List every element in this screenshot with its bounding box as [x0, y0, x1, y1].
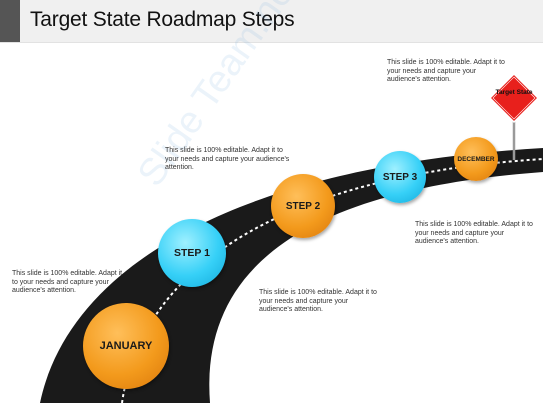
page-title: Target State Roadmap Steps: [30, 8, 295, 31]
target-state-sign: [488, 72, 540, 124]
note-top-right: This slide is 100% editable. Adapt it to…: [387, 59, 505, 83]
step-december: DECEMBER: [454, 137, 498, 181]
step-3: STEP 3: [374, 151, 426, 203]
title-bar: Target State Roadmap Steps: [0, 0, 543, 43]
target-state-label: Target State: [495, 89, 533, 96]
step-1: STEP 1: [158, 219, 226, 287]
note-left: This slide is 100% editable. Adapt it to…: [12, 270, 123, 294]
title-accent: [0, 0, 20, 42]
step-2: STEP 2: [271, 174, 335, 238]
step-january: JANUARY: [83, 303, 169, 389]
note-bottom-middle: This slide is 100% editable. Adapt it to…: [259, 289, 377, 313]
road-centerline: [121, 158, 543, 403]
note-upper-middle: This slide is 100% editable. Adapt it to…: [165, 147, 290, 171]
note-right: This slide is 100% editable. Adapt it to…: [415, 221, 533, 245]
